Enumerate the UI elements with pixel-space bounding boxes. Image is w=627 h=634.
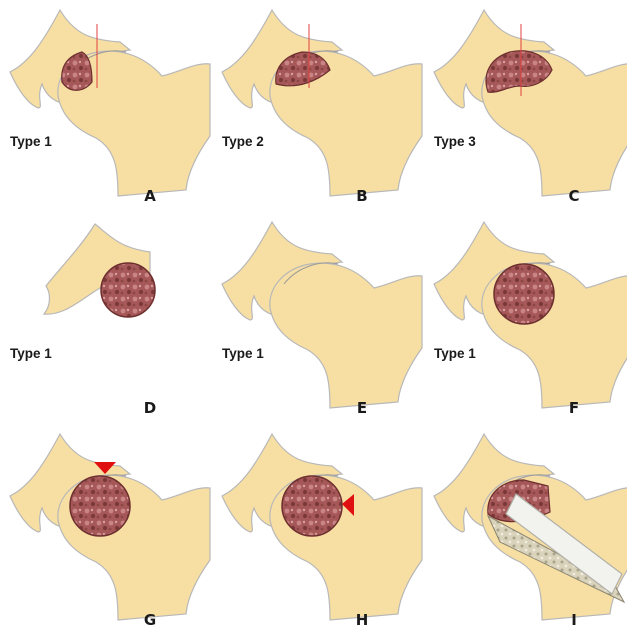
femur-bone [270, 263, 422, 408]
type-label-e: Type 1 [222, 346, 264, 361]
panel-letter-b: B [356, 187, 367, 205]
femoral-head-necrotic-sphere [101, 263, 155, 317]
panel-letter-a: A [144, 187, 156, 205]
panel-a: Type 1 A [10, 10, 210, 205]
type-label-f: Type 1 [434, 346, 476, 361]
type-label-b: Type 2 [222, 134, 264, 149]
panel-letter-h: H [356, 611, 369, 629]
panel-g: G [10, 434, 210, 629]
necrotic-femoral-head [494, 264, 554, 324]
type-label-a: Type 1 [10, 134, 52, 149]
panel-f: Type 1 F [434, 222, 627, 417]
panel-d: Type 1 D [10, 224, 156, 417]
panel-h: H [222, 434, 422, 629]
necrotic-femoral-head [282, 476, 342, 536]
necrotic-femoral-head [70, 476, 130, 536]
panel-i: I [434, 434, 627, 629]
panel-letter-g: G [144, 611, 156, 629]
panel-letter-d: D [144, 399, 156, 417]
panel-letter-c: C [568, 187, 579, 205]
panel-b: Type 2 B [222, 10, 422, 205]
type-label-d: Type 1 [10, 346, 52, 361]
type-label-c: Type 3 [434, 134, 476, 149]
panel-letter-i: I [571, 611, 577, 629]
panel-c: Type 3 C [434, 10, 627, 205]
panel-letter-f: F [569, 399, 579, 417]
panel-letter-e: E [357, 399, 367, 417]
panel-e: Type 1 E [222, 222, 422, 417]
